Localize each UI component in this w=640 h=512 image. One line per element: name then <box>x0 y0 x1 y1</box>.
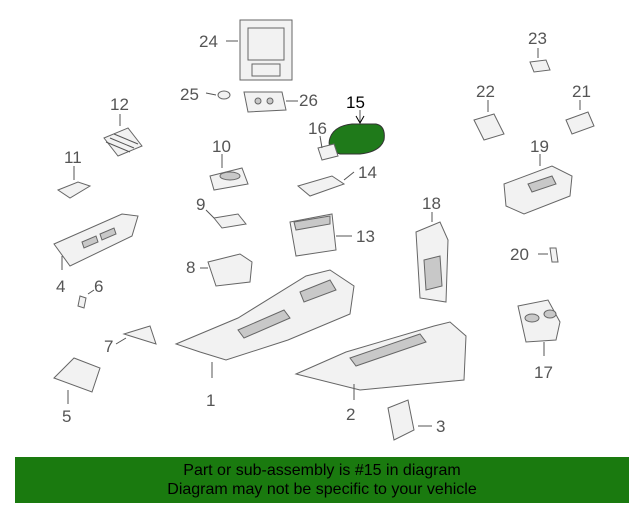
callout-22: 22 <box>476 82 495 101</box>
part-18-side-panel[interactable]: 18 <box>415 194 449 303</box>
callout-11: 11 <box>64 148 82 167</box>
part-5-ashtray[interactable]: 5 <box>53 357 101 426</box>
callout-1: 1 <box>206 391 215 410</box>
part-21-vent[interactable]: 21 <box>565 82 595 135</box>
part-10-cup-holder[interactable]: 10 <box>209 137 249 191</box>
callout-7: 7 <box>104 337 113 356</box>
callout-18: 18 <box>422 194 441 213</box>
part-9-mat[interactable]: 9 <box>196 195 247 229</box>
info-banner: Part or sub-assembly is #15 in diagram D… <box>15 457 629 503</box>
part-16-latch[interactable]: 16 <box>308 119 339 161</box>
callout-10: 10 <box>212 137 231 156</box>
part-17-cup-holder[interactable]: 17 <box>517 299 561 382</box>
callout-6: 6 <box>94 277 103 296</box>
callout-2: 2 <box>346 405 355 424</box>
part-25-clip[interactable]: 25 <box>180 85 231 104</box>
banner-line-1: Part or sub-assembly is #15 in diagram <box>183 462 461 479</box>
callout-23: 23 <box>528 29 547 48</box>
part-3-bracket[interactable]: 3 <box>387 399 445 441</box>
callout-12: 12 <box>110 95 129 114</box>
part-15-armrest-lid[interactable]: 15 <box>328 93 385 155</box>
part-4-console-trim[interactable]: 4 <box>53 213 139 296</box>
part-14-tray[interactable]: 14 <box>296 163 377 197</box>
callout-17: 17 <box>534 363 553 382</box>
callout-21: 21 <box>572 82 591 101</box>
callout-25: 25 <box>180 85 199 104</box>
part-22-switch[interactable]: 22 <box>473 82 505 141</box>
part-2-rear-console[interactable]: 2 <box>294 321 467 424</box>
callout-20: 20 <box>510 245 529 264</box>
part-23-clip[interactable]: 23 <box>528 29 551 73</box>
part-1-center-console[interactable]: 1 <box>174 269 355 410</box>
callout-13: 13 <box>356 227 375 246</box>
callout-26: 26 <box>299 91 318 110</box>
part-13-bin[interactable]: 13 <box>289 213 375 257</box>
callout-4: 4 <box>56 277 65 296</box>
part-6-clip[interactable]: 6 <box>77 277 103 309</box>
callout-24: 24 <box>199 32 218 51</box>
part-11-trim[interactable]: 11 <box>56 148 92 199</box>
part-20-clip[interactable]: 20 <box>510 245 559 264</box>
callout-14: 14 <box>358 163 377 182</box>
part-26-switch-panel[interactable]: 26 <box>243 91 318 113</box>
callout-3: 3 <box>436 417 445 436</box>
callout-8: 8 <box>186 258 195 277</box>
part-7-strip[interactable]: 7 <box>104 325 157 356</box>
part-19-console-assembly[interactable]: 19 <box>503 137 573 215</box>
part-24-bezel[interactable]: 24 <box>199 19 293 81</box>
part-12-grille[interactable]: 12 <box>103 95 143 157</box>
callout-15: 15 <box>346 93 365 112</box>
callout-5: 5 <box>62 407 71 426</box>
banner-line-2: Diagram may not be specific to your vehi… <box>167 481 477 498</box>
callout-19: 19 <box>530 137 549 156</box>
part-8-pocket[interactable]: 8 <box>186 253 253 287</box>
callout-16: 16 <box>308 119 327 138</box>
callout-9: 9 <box>196 195 205 214</box>
